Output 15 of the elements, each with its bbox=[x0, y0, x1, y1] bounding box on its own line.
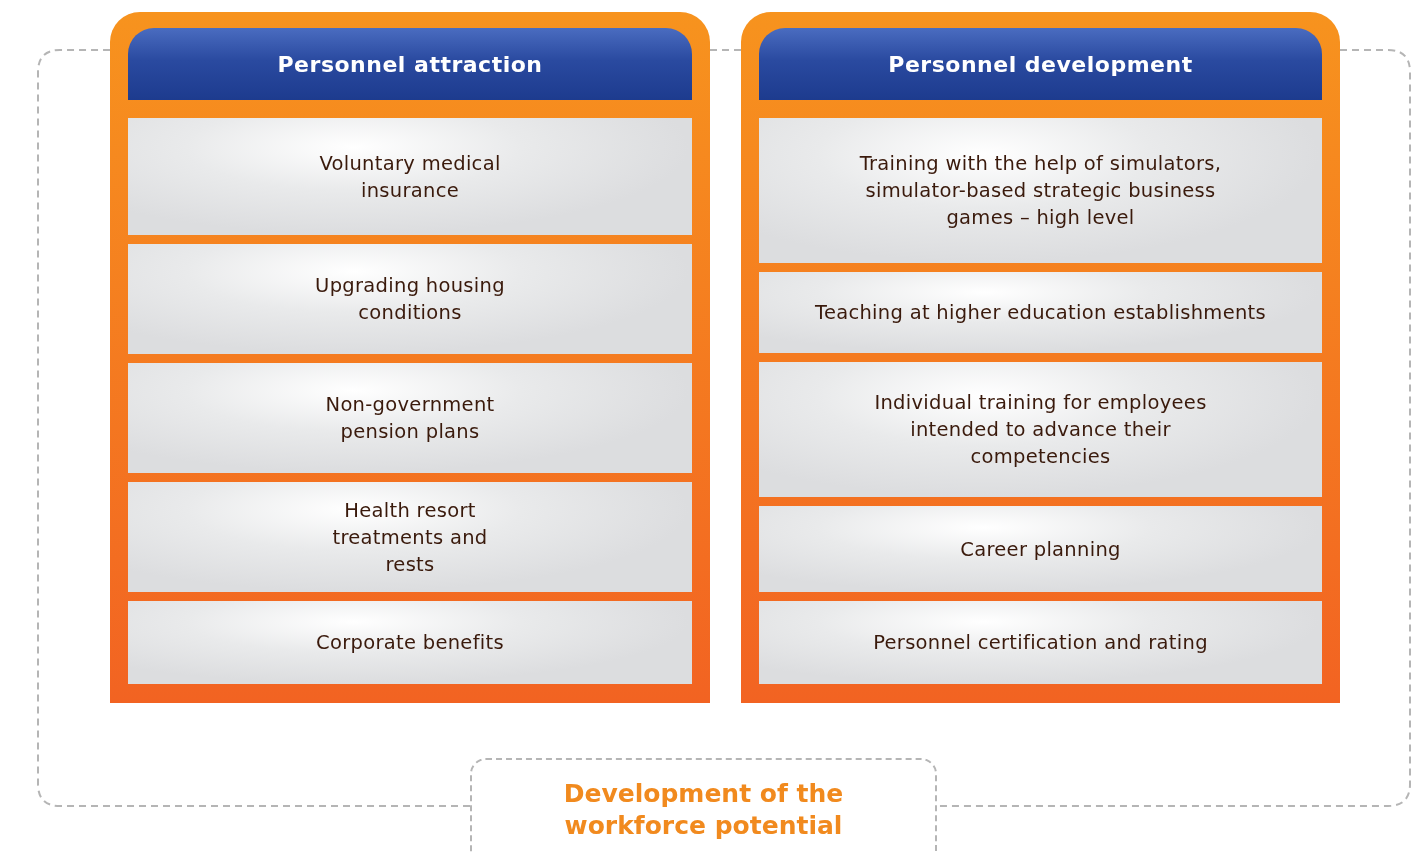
panel-header: Personnel attraction bbox=[128, 28, 692, 100]
panel-header: Personnel development bbox=[759, 28, 1322, 100]
benefit-item: Health resort treatments and rests bbox=[128, 482, 692, 592]
category-panel bbox=[741, 12, 1340, 703]
benefit-item: Career planning bbox=[759, 506, 1322, 592]
benefit-item: Teaching at higher education establishments bbox=[759, 272, 1322, 353]
category-panel bbox=[110, 12, 710, 703]
benefit-item: Corporate benefits bbox=[128, 601, 692, 684]
benefit-item: Personnel certification and rating bbox=[759, 601, 1322, 684]
benefit-item: Voluntary medical insurance bbox=[128, 118, 692, 235]
benefit-item: Individual training for employees intended to advance their competencies bbox=[759, 362, 1322, 497]
caption-box: Development of the workforce potential bbox=[470, 758, 937, 853]
benefit-item: Non-government pension plans bbox=[128, 363, 692, 473]
benefit-item: Upgrading housing conditions bbox=[128, 244, 692, 354]
benefit-item: Training with the help of simulators, simulator-based strategic business games – high level bbox=[759, 118, 1322, 263]
